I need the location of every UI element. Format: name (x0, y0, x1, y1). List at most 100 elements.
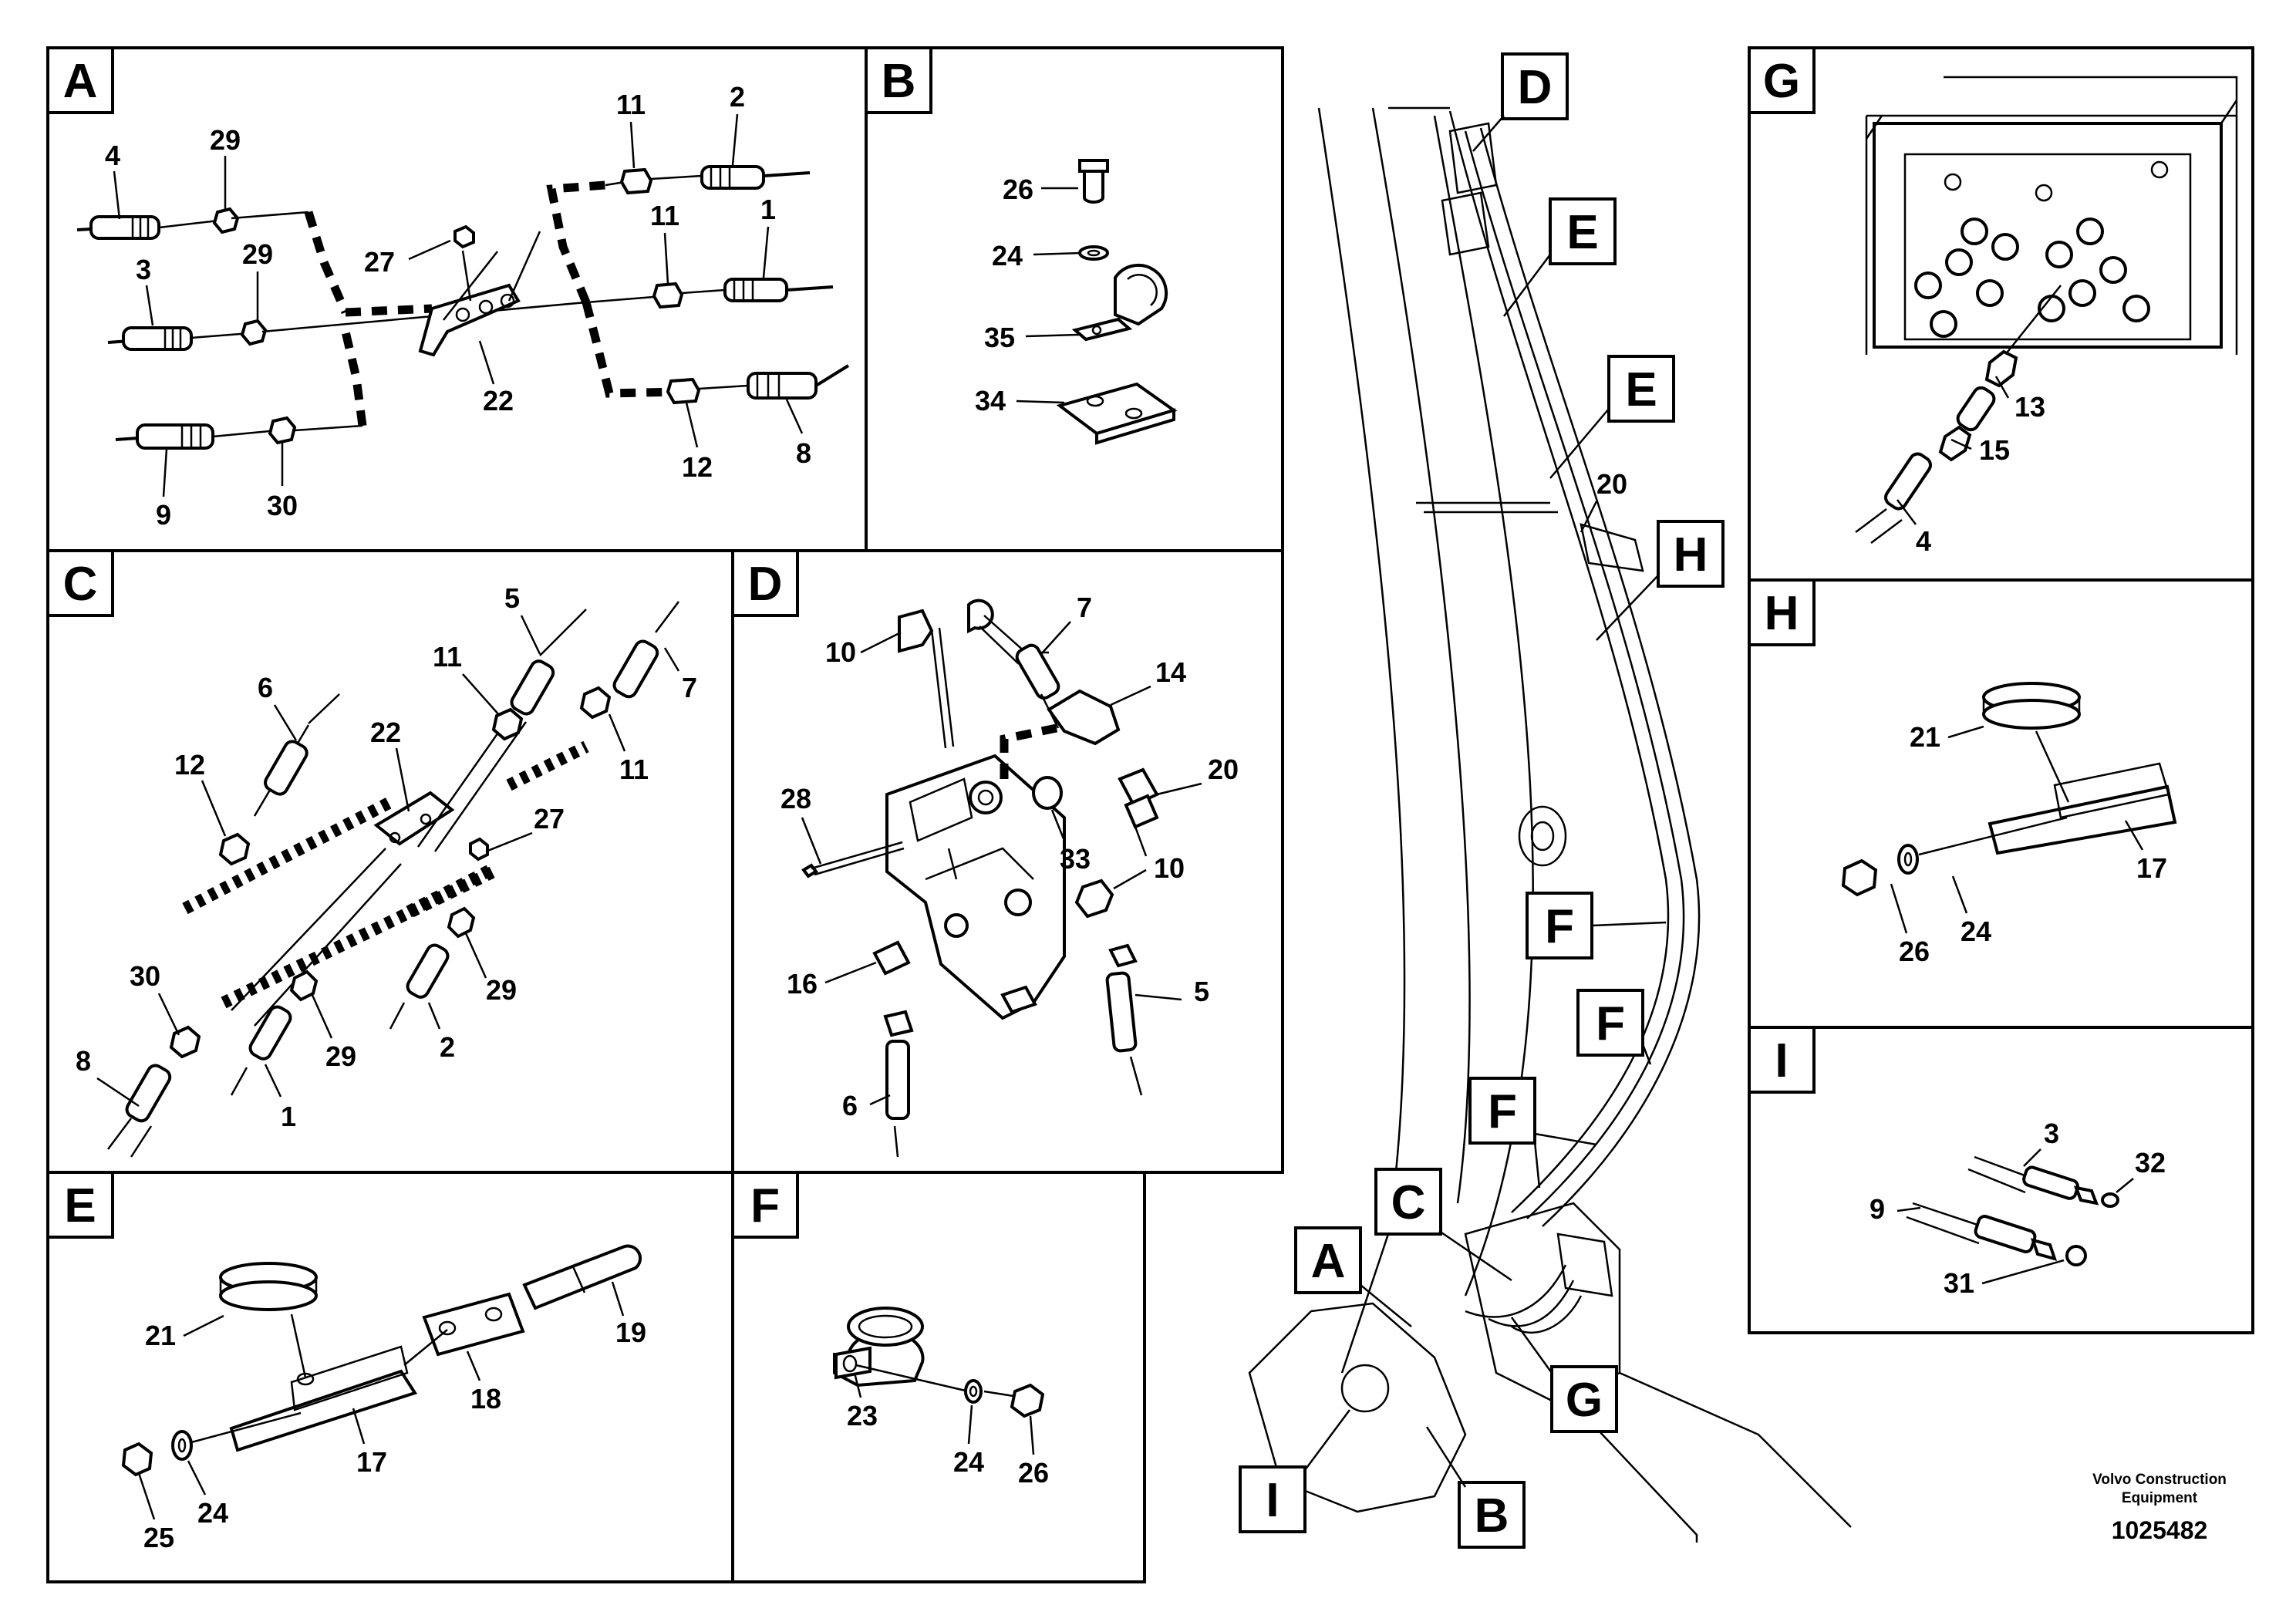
panel-a-labels: 4 29 3 29 27 22 9 30 11 2 11 1 12 8 (105, 81, 811, 531)
svg-text:11: 11 (619, 754, 649, 785)
panel-b-labels: 26 24 35 34 (975, 174, 1081, 416)
panel-c-labels: 6 12 22 5 11 7 11 27 30 8 29 1 29 2 (76, 582, 697, 1132)
svg-text:15: 15 (1979, 434, 2010, 466)
svg-text:F: F (750, 1179, 780, 1233)
callout-h: H (1596, 520, 1725, 641)
svg-text:26: 26 (1899, 936, 1930, 967)
svg-text:C: C (63, 558, 98, 611)
svg-text:13: 13 (2014, 391, 2045, 423)
svg-text:21: 21 (1910, 721, 1940, 753)
svg-text:21: 21 (145, 1320, 176, 1351)
svg-text:2: 2 (440, 1031, 455, 1063)
panel-c-drawing (107, 601, 679, 1158)
svg-text:17: 17 (2136, 852, 2167, 884)
svg-text:3: 3 (2044, 1118, 2059, 1149)
svg-text:G: G (1566, 1374, 1603, 1427)
svg-text:2: 2 (730, 81, 745, 113)
svg-text:17: 17 (356, 1446, 387, 1478)
panel-b-drawing (1056, 159, 1178, 445)
panel-f-drawing (833, 1307, 1045, 1418)
svg-text:16: 16 (787, 968, 818, 1000)
svg-text:29: 29 (486, 974, 517, 1006)
panel-d-labels: 10 7 14 20 28 33 10 16 5 6 (781, 592, 1239, 1121)
panel-g-drawing (1855, 76, 2238, 544)
svg-text:22: 22 (370, 717, 401, 748)
svg-text:14: 14 (1155, 656, 1186, 688)
svg-text:25: 25 (143, 1522, 174, 1553)
svg-text:E: E (64, 1179, 96, 1233)
brand-line-1: Volvo Construction (2092, 1472, 2227, 1488)
svg-text:G: G (1763, 55, 1800, 108)
svg-text:9: 9 (1870, 1193, 1885, 1225)
svg-text:35: 35 (984, 322, 1015, 353)
callout-i: I (1239, 1409, 1351, 1533)
svg-text:22: 22 (483, 385, 514, 416)
callout-c: C (1374, 1168, 1512, 1282)
callout-f-1: F (1526, 892, 1667, 959)
svg-text:27: 27 (364, 246, 395, 278)
callout-e-2: E (1549, 355, 1675, 479)
svg-text:20: 20 (1208, 754, 1239, 785)
svg-text:B: B (882, 55, 916, 108)
svg-text:6: 6 (842, 1090, 858, 1121)
svg-text:20: 20 (1596, 468, 1627, 500)
svg-text:9: 9 (156, 499, 171, 531)
panel-h-drawing (1841, 682, 2177, 897)
svg-text:28: 28 (781, 783, 811, 814)
callout-b: B (1425, 1426, 1526, 1549)
valve-cluster-left (1914, 218, 2019, 338)
svg-text:24: 24 (953, 1446, 984, 1478)
svg-text:12: 12 (174, 749, 205, 781)
svg-text:F: F (1488, 1085, 1517, 1138)
svg-text:24: 24 (1961, 916, 1991, 947)
svg-text:D: D (1518, 61, 1553, 114)
svg-text:11: 11 (650, 200, 679, 231)
caption-b: B (865, 46, 932, 114)
svg-text:30: 30 (267, 490, 298, 521)
svg-text:34: 34 (975, 385, 1006, 416)
svg-text:H: H (1674, 528, 1708, 582)
svg-text:E: E (1625, 363, 1657, 416)
svg-text:7: 7 (682, 672, 697, 703)
svg-text:31: 31 (1944, 1267, 1974, 1299)
svg-text:26: 26 (1018, 1457, 1049, 1489)
panel-a-drawing (76, 165, 850, 450)
panel-i-drawing (1906, 1155, 2119, 1266)
svg-text:23: 23 (847, 1400, 878, 1431)
caption-f: F (731, 1171, 799, 1239)
svg-text:12: 12 (682, 451, 713, 483)
svg-text:1: 1 (760, 194, 776, 225)
svg-text:A: A (1311, 1235, 1346, 1288)
panel-e-labels: 21 19 18 17 25 24 (137, 1281, 646, 1553)
svg-text:H: H (1765, 587, 1799, 640)
svg-text:3: 3 (136, 254, 151, 285)
caption-g: G (1748, 46, 1816, 114)
valve-cluster-right (2038, 218, 2150, 322)
overview-callouts: D E E 20 H F F F C A G I B (1239, 52, 1725, 1549)
caption-e: E (46, 1171, 114, 1239)
caption-i: I (1748, 1026, 1816, 1094)
panel-h-labels: 21 17 26 24 (1890, 721, 2167, 967)
svg-text:E: E (1566, 206, 1598, 259)
callout-20: 20 (1580, 468, 1627, 533)
svg-text:I: I (1775, 1034, 1788, 1088)
svg-text:7: 7 (1077, 592, 1092, 623)
panel-i-labels: 3 32 9 31 (1870, 1118, 2166, 1299)
svg-text:F: F (1596, 997, 1625, 1050)
overview-machine (1248, 106, 1852, 1543)
svg-text:27: 27 (534, 803, 565, 835)
callout-a: A (1294, 1226, 1412, 1327)
panel-g-labels: 13 15 4 (1896, 376, 2045, 557)
svg-text:24: 24 (197, 1497, 228, 1529)
svg-text:D: D (748, 558, 783, 611)
panel-d-drawing (801, 599, 1159, 1158)
svg-text:30: 30 (130, 960, 160, 992)
callout-f-2: F (1576, 989, 1652, 1065)
svg-text:18: 18 (470, 1383, 501, 1415)
svg-text:29: 29 (210, 124, 241, 156)
svg-text:10: 10 (1154, 852, 1185, 884)
panel-captions: A B C D E F G H I (46, 46, 1816, 1239)
svg-text:4: 4 (1916, 525, 1931, 557)
svg-text:26: 26 (1003, 174, 1033, 205)
